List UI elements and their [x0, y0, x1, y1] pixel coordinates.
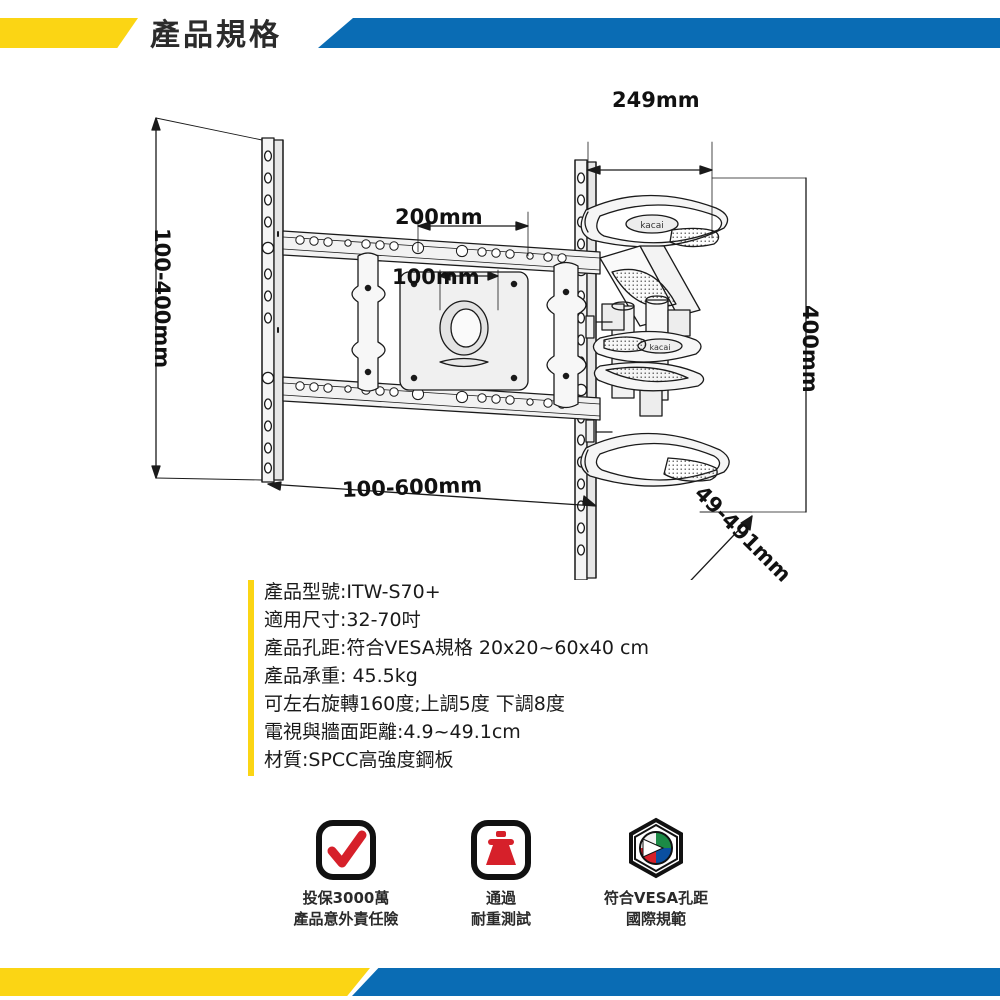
- bracket-technical-drawing: kacai: [151, 117, 807, 580]
- badge-insurance: 投保3000萬 產品意外責任險: [276, 812, 416, 930]
- upper-horizontal-rail: [282, 230, 601, 275]
- badge-load-test: 通過 耐重測試: [431, 812, 571, 930]
- arm-bottom-paddle: [580, 432, 730, 487]
- arm-mid-paddle: kacai: [592, 330, 702, 363]
- dim-line-100mm: [439, 269, 499, 311]
- arm-top-paddle: kacai: [580, 194, 729, 248]
- dim-line-200mm: [417, 211, 529, 257]
- svg-text:kacai: kacai: [650, 343, 671, 352]
- dim-line-100-600mm: [267, 481, 597, 507]
- badge-insurance-line1: 投保3000萬: [302, 889, 390, 907]
- spec-item-rotation: 可左右旋轉160度;上調5度 下調8度: [264, 693, 565, 715]
- header-yellow-bar: [0, 18, 138, 48]
- wall-plate-left-rail: [261, 137, 284, 483]
- articulating-arm-assembly: kacai: [580, 194, 730, 487]
- arm-small-brackets: [585, 315, 613, 443]
- dim-label-249mm: 249mm: [612, 88, 700, 112]
- dim-label-200mm: 200mm: [395, 205, 483, 229]
- spec-item-vesa: 產品孔距:符合VESA規格 20x20~60x40 cm: [264, 637, 649, 659]
- badge-load-line1: 通過: [485, 889, 516, 907]
- badge-insurance-line2: 產品意外責任險: [293, 910, 399, 928]
- spec-item-material: 材質:SPCC高強度鋼板: [264, 749, 454, 771]
- spec-item-capacity: 產品承重: 45.5kg: [264, 665, 418, 687]
- footer-blue-bar: [352, 968, 1000, 996]
- badge-load-line2: 耐重測試: [470, 910, 531, 928]
- dim-label-100-400mm: 100-400mm: [150, 228, 174, 369]
- spec-accent-bar: [248, 580, 254, 776]
- dim-line-100-400mm: [151, 117, 263, 481]
- red-weight-icon: [431, 812, 571, 888]
- dim-label-400mm: 400mm: [798, 305, 822, 393]
- footer-yellow-bar: [0, 968, 370, 996]
- spec-item-distance: 電視與牆面距離:4.9~49.1cm: [264, 721, 521, 743]
- vesa-mounting-plate: [351, 252, 587, 409]
- spec-item-model: 產品型號:ITW-S70+: [264, 581, 441, 603]
- page-title: 產品規格: [150, 18, 282, 53]
- red-check-icon: [276, 812, 416, 888]
- badge-vesa: 符合VESA孔距 國際規範: [586, 812, 726, 930]
- badge-vesa-line1: 符合VESA孔距: [603, 889, 709, 907]
- certification-badges: 投保3000萬 產品意外責任險 通過 耐重測試: [276, 812, 726, 930]
- spec-item-size: 適用尺寸:32-70吋: [264, 609, 421, 631]
- svg-text:kacai: kacai: [640, 221, 664, 231]
- dim-line-49-491mm: [690, 511, 753, 580]
- arm-lower-wing: [593, 361, 705, 392]
- badge-vesa-line2: 國際規範: [625, 910, 686, 928]
- dim-line-249mm: [587, 141, 713, 239]
- header-band: 產品規格: [0, 0, 1000, 64]
- header-blue-bar: [318, 18, 1000, 48]
- dim-label-100mm: 100mm: [392, 265, 480, 289]
- vesa-seal-icon: [586, 812, 726, 888]
